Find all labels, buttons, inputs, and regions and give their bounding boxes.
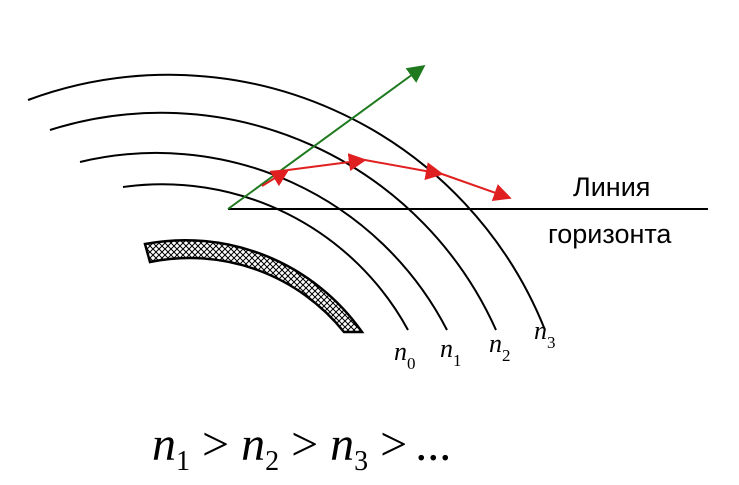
earth-surface bbox=[143, 239, 365, 334]
horizon-label-line1: Линия bbox=[573, 172, 650, 202]
refracted-ray-segment-4 bbox=[441, 173, 512, 202]
layer-arc-1 bbox=[79, 151, 448, 331]
layer-arc-0 bbox=[122, 183, 409, 331]
horizon-label-line2: горизонта bbox=[548, 219, 672, 249]
layer-label-n0: n0 bbox=[394, 337, 416, 373]
layer-label-n1: n1 bbox=[440, 334, 462, 370]
refracted-ray-segment-2 bbox=[287, 153, 367, 172]
layer-arc-3 bbox=[27, 73, 546, 331]
refracted-ray-segment-3 bbox=[364, 159, 444, 180]
layer-arc-2 bbox=[49, 111, 497, 331]
refractive-index-formula: n1>n2>n3>... bbox=[152, 418, 451, 477]
refracted-ray-segment-1 bbox=[261, 169, 290, 187]
layer-label-n2: n2 bbox=[489, 329, 511, 365]
layer-label-n3: n3 bbox=[534, 316, 556, 352]
direct-ray bbox=[227, 64, 426, 210]
